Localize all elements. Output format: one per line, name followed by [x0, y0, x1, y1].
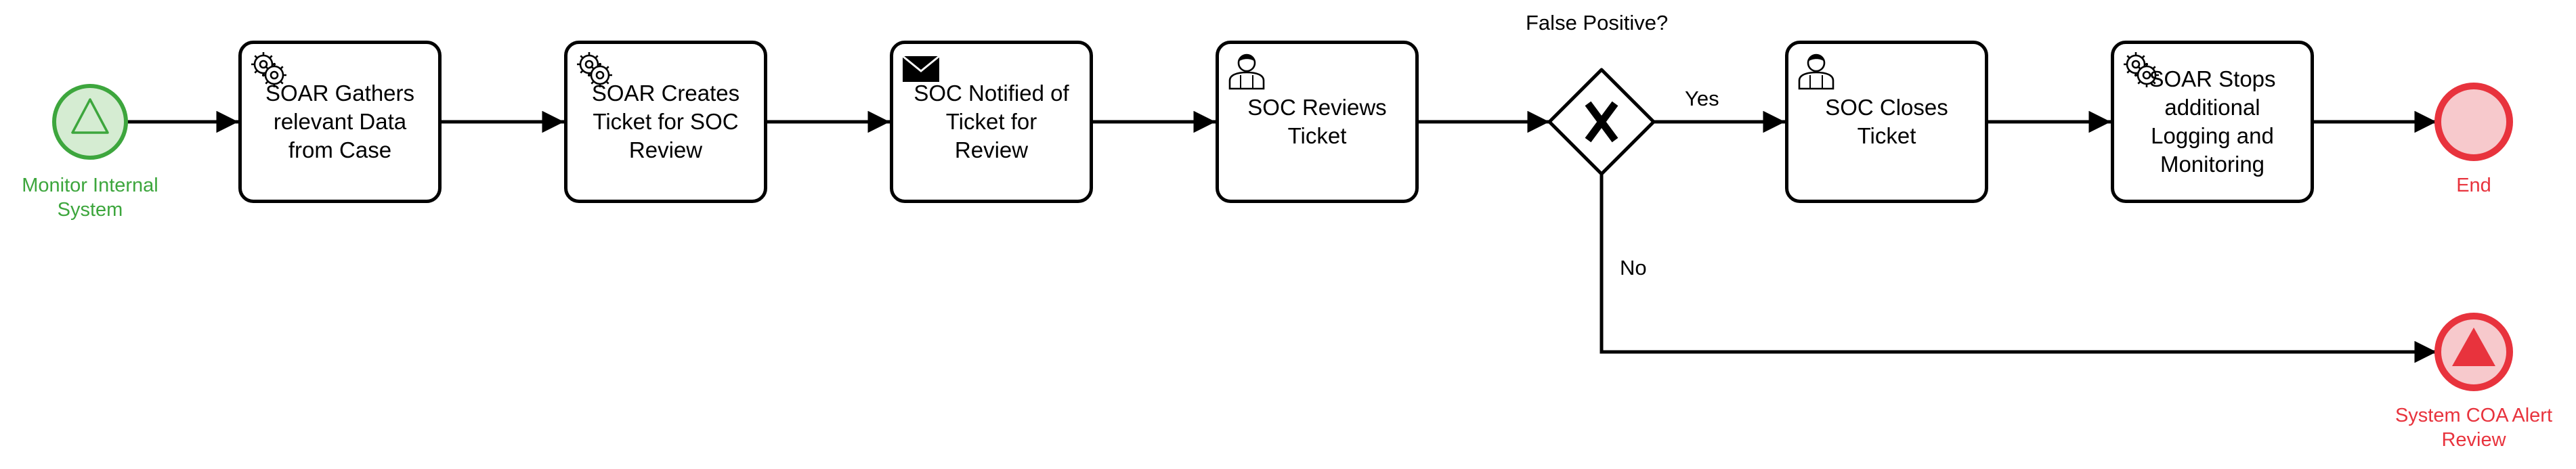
task-label: SOAR Stops additional Logging and Monito… [2149, 66, 2276, 177]
task-soc-notified[interactable]: SOC Notified of Ticket for Review [890, 41, 1093, 203]
triangle-outline-icon [71, 98, 109, 134]
task-label: SOAR Gathers relevant Data from Case [265, 81, 415, 162]
gear-icon [251, 52, 286, 87]
task-soar-creates-ticket[interactable]: SOAR Creates Ticket for SOC Review [564, 41, 767, 203]
task-soc-reviews-ticket[interactable]: SOC Reviews Ticket [1216, 41, 1419, 203]
task-soar-stops-logging[interactable]: SOAR Stops additional Logging and Monito… [2111, 41, 2314, 203]
task-label: SOAR Creates Ticket for SOC Review [591, 81, 740, 162]
start-event [52, 84, 128, 160]
exclusive-gateway [1547, 68, 1656, 176]
x-icon [1585, 101, 1618, 143]
user-icon [1798, 53, 1834, 90]
envelope-icon [902, 55, 940, 82]
end-event [2434, 83, 2513, 161]
end-event-label: End [2456, 175, 2491, 196]
flow-gateway-no [1600, 174, 2437, 363]
task-label: SOC Notified of Ticket for Review [914, 81, 1069, 162]
escalation-end-event [2434, 313, 2513, 391]
task-label: SOC Closes Ticket [1825, 95, 1948, 148]
gateway-question-label: False Positive? [1526, 11, 1669, 35]
start-event-label: Monitor Internal System [22, 175, 158, 221]
task-label: SOC Reviews Ticket [1247, 95, 1387, 148]
triangle-filled-icon [2452, 328, 2495, 366]
user-icon [1228, 53, 1265, 90]
task-soc-closes-ticket[interactable]: SOC Closes Ticket [1785, 41, 1988, 203]
flow-label-no: No [1620, 256, 1647, 280]
task-soar-gathers-data[interactable]: SOAR Gathers relevant Data from Case [238, 41, 442, 203]
gear-icon [577, 52, 612, 87]
flow-label-yes: Yes [1685, 87, 1719, 110]
escalation-event-label: System COA Alert Review [2395, 405, 2553, 451]
gear-icon [2124, 52, 2159, 87]
